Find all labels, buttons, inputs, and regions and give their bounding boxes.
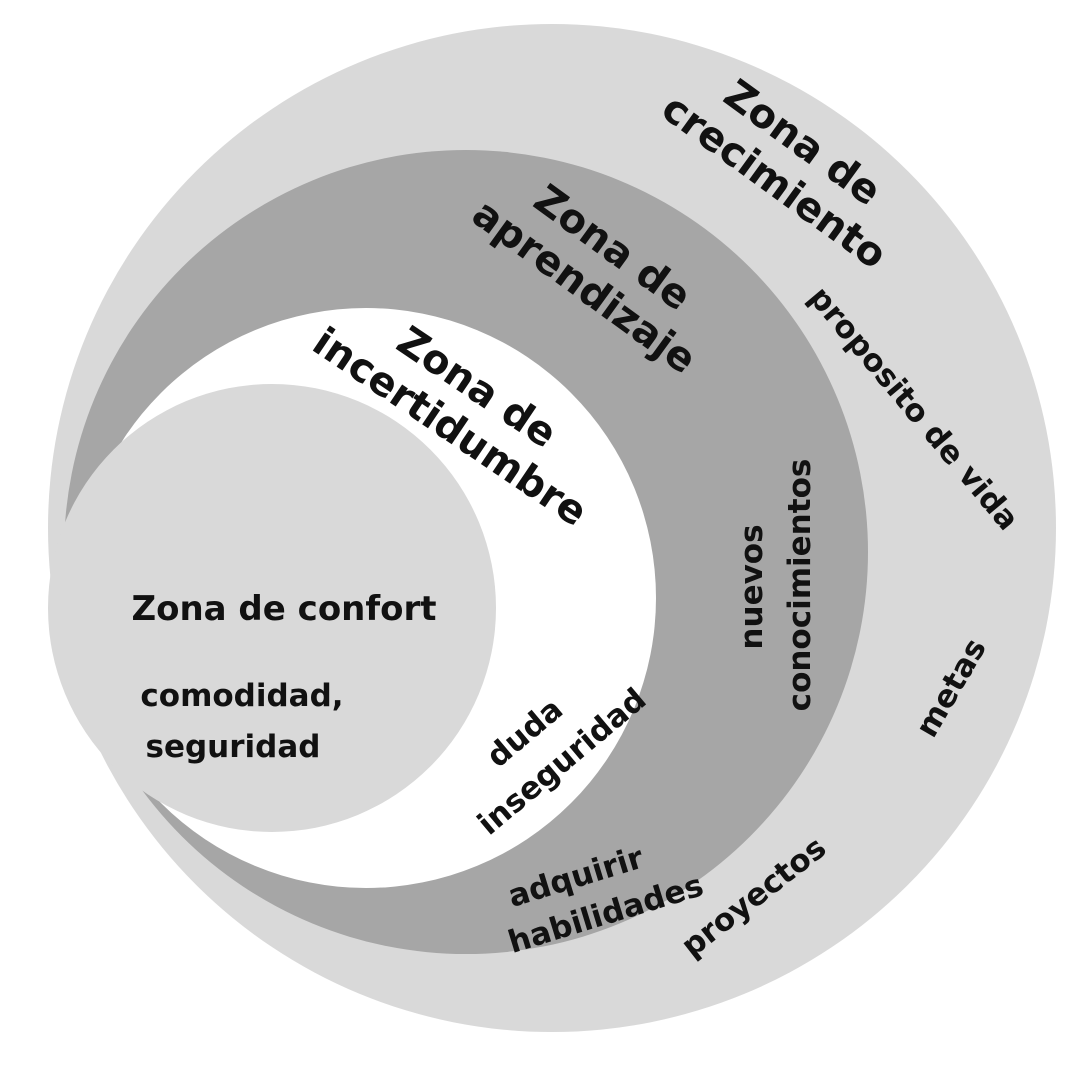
- learning-item1-line2: conocimientos: [782, 459, 818, 712]
- learning-item-knowledge: nuevos conocimientos: [734, 459, 818, 712]
- learning-item1-line1: nuevos: [734, 524, 770, 649]
- comfort-zone-circle: [48, 384, 496, 832]
- comfort-zone-title: Zona de confort: [131, 589, 436, 629]
- comfort-item-line1: comodidad,: [140, 678, 343, 714]
- comfort-item-line2: seguridad: [146, 729, 321, 765]
